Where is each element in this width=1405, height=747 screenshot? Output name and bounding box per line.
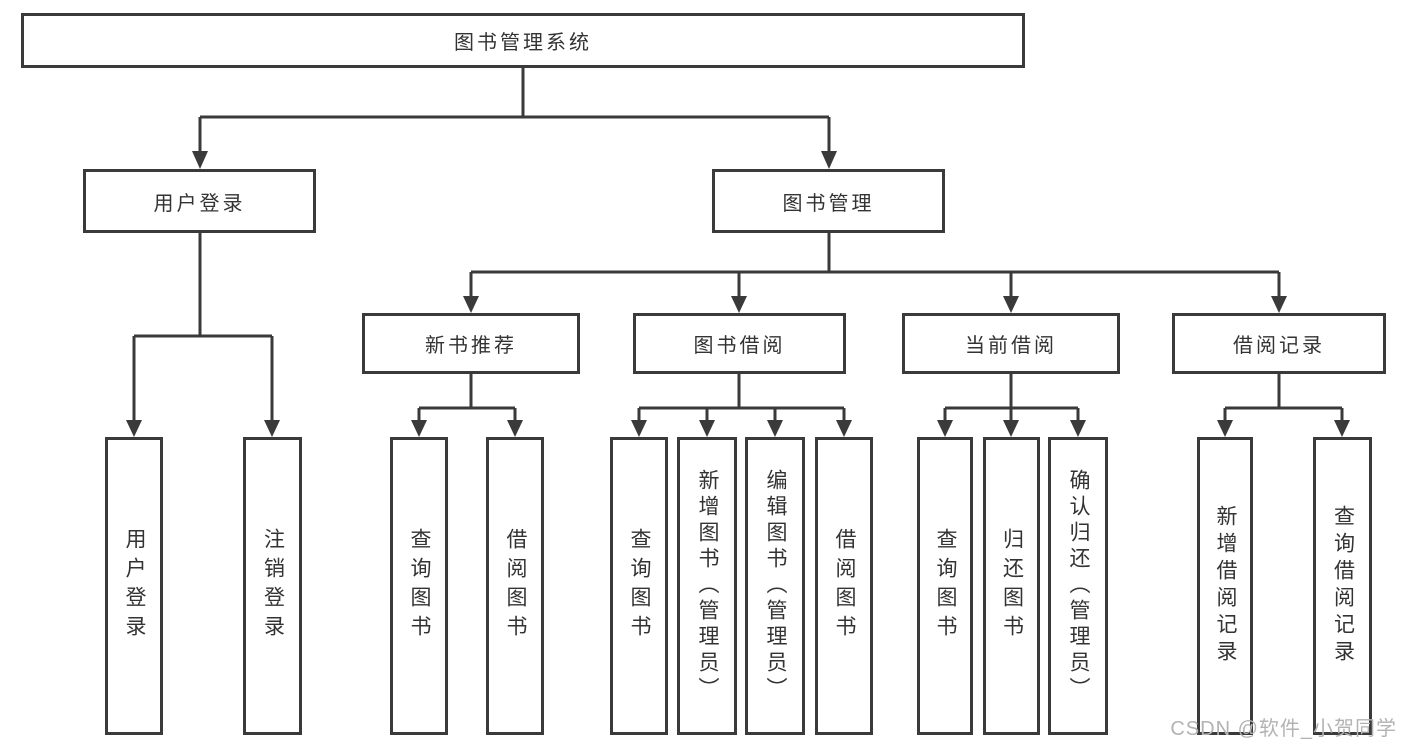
leaf-borrow-query-books: 查询图书 (610, 437, 668, 735)
node-borrow-records: 借阅记录 (1172, 313, 1386, 374)
node-current-borrow: 当前借阅 (902, 313, 1120, 374)
leaf-add-book-admin: 新增图书（管理员） (677, 437, 737, 735)
node-new-book-recommend: 新书推荐 (362, 313, 580, 374)
leaf-recommend-borrow-books: 借阅图书 (486, 437, 544, 735)
leaf-recommend-query-books: 查询图书 (390, 437, 448, 735)
leaf-user-login: 用户登录 (105, 437, 163, 735)
leaf-return-books: 归还图书 (983, 437, 1040, 735)
leaf-current-query-books: 查询图书 (917, 437, 973, 735)
csdn-watermark: CSDN @软件_小贺同学 (1170, 718, 1397, 740)
node-book-borrow: 图书借阅 (633, 313, 846, 374)
leaf-edit-book-admin: 编辑图书（管理员） (745, 437, 805, 735)
leaf-add-borrow-record: 新增借阅记录 (1197, 437, 1253, 735)
node-book-management: 图书管理 (712, 169, 945, 233)
node-root-system: 图书管理系统 (21, 13, 1025, 68)
leaf-confirm-return-admin: 确认归还（管理员） (1048, 437, 1108, 735)
leaf-query-borrow-record: 查询借阅记录 (1313, 437, 1372, 735)
node-user-login: 用户登录 (83, 169, 316, 233)
leaf-logout-login: 注销登录 (243, 437, 302, 735)
leaf-borrow-borrow-books: 借阅图书 (815, 437, 873, 735)
